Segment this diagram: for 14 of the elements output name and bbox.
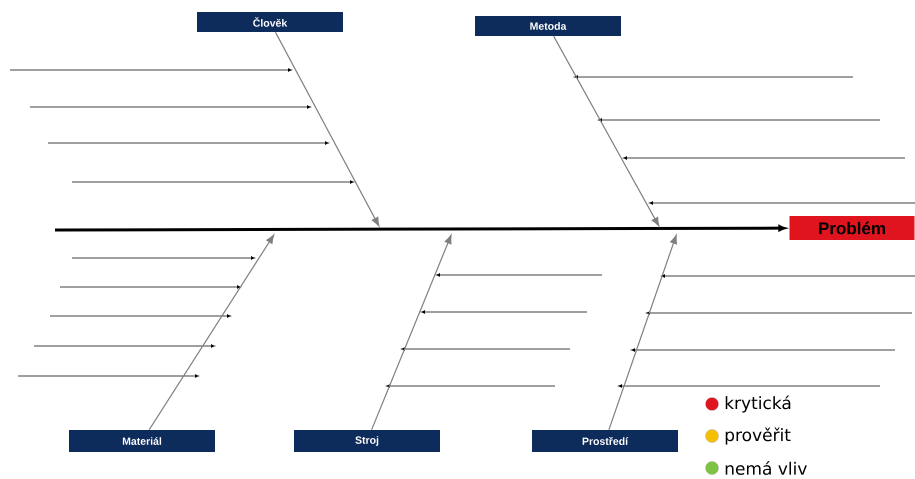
category-box: Metoda: [475, 16, 621, 36]
bone-arrow: [608, 234, 678, 430]
category-box: Prostředí: [532, 430, 678, 452]
category-box: Stroj: [294, 430, 440, 452]
bone-arrow: [553, 36, 660, 226]
category-box: Materiál: [69, 430, 215, 452]
bone-arrow: [371, 234, 452, 430]
category-box: Člověk: [197, 12, 343, 32]
problem-box: Problém: [790, 216, 914, 240]
bone-arrow: [148, 234, 274, 430]
bone-arrow: [274, 32, 380, 226]
legend-label: prověřit: [726, 427, 791, 445]
legend-label: nemá vliv: [726, 461, 807, 475]
legend-label: krytická: [726, 395, 790, 413]
